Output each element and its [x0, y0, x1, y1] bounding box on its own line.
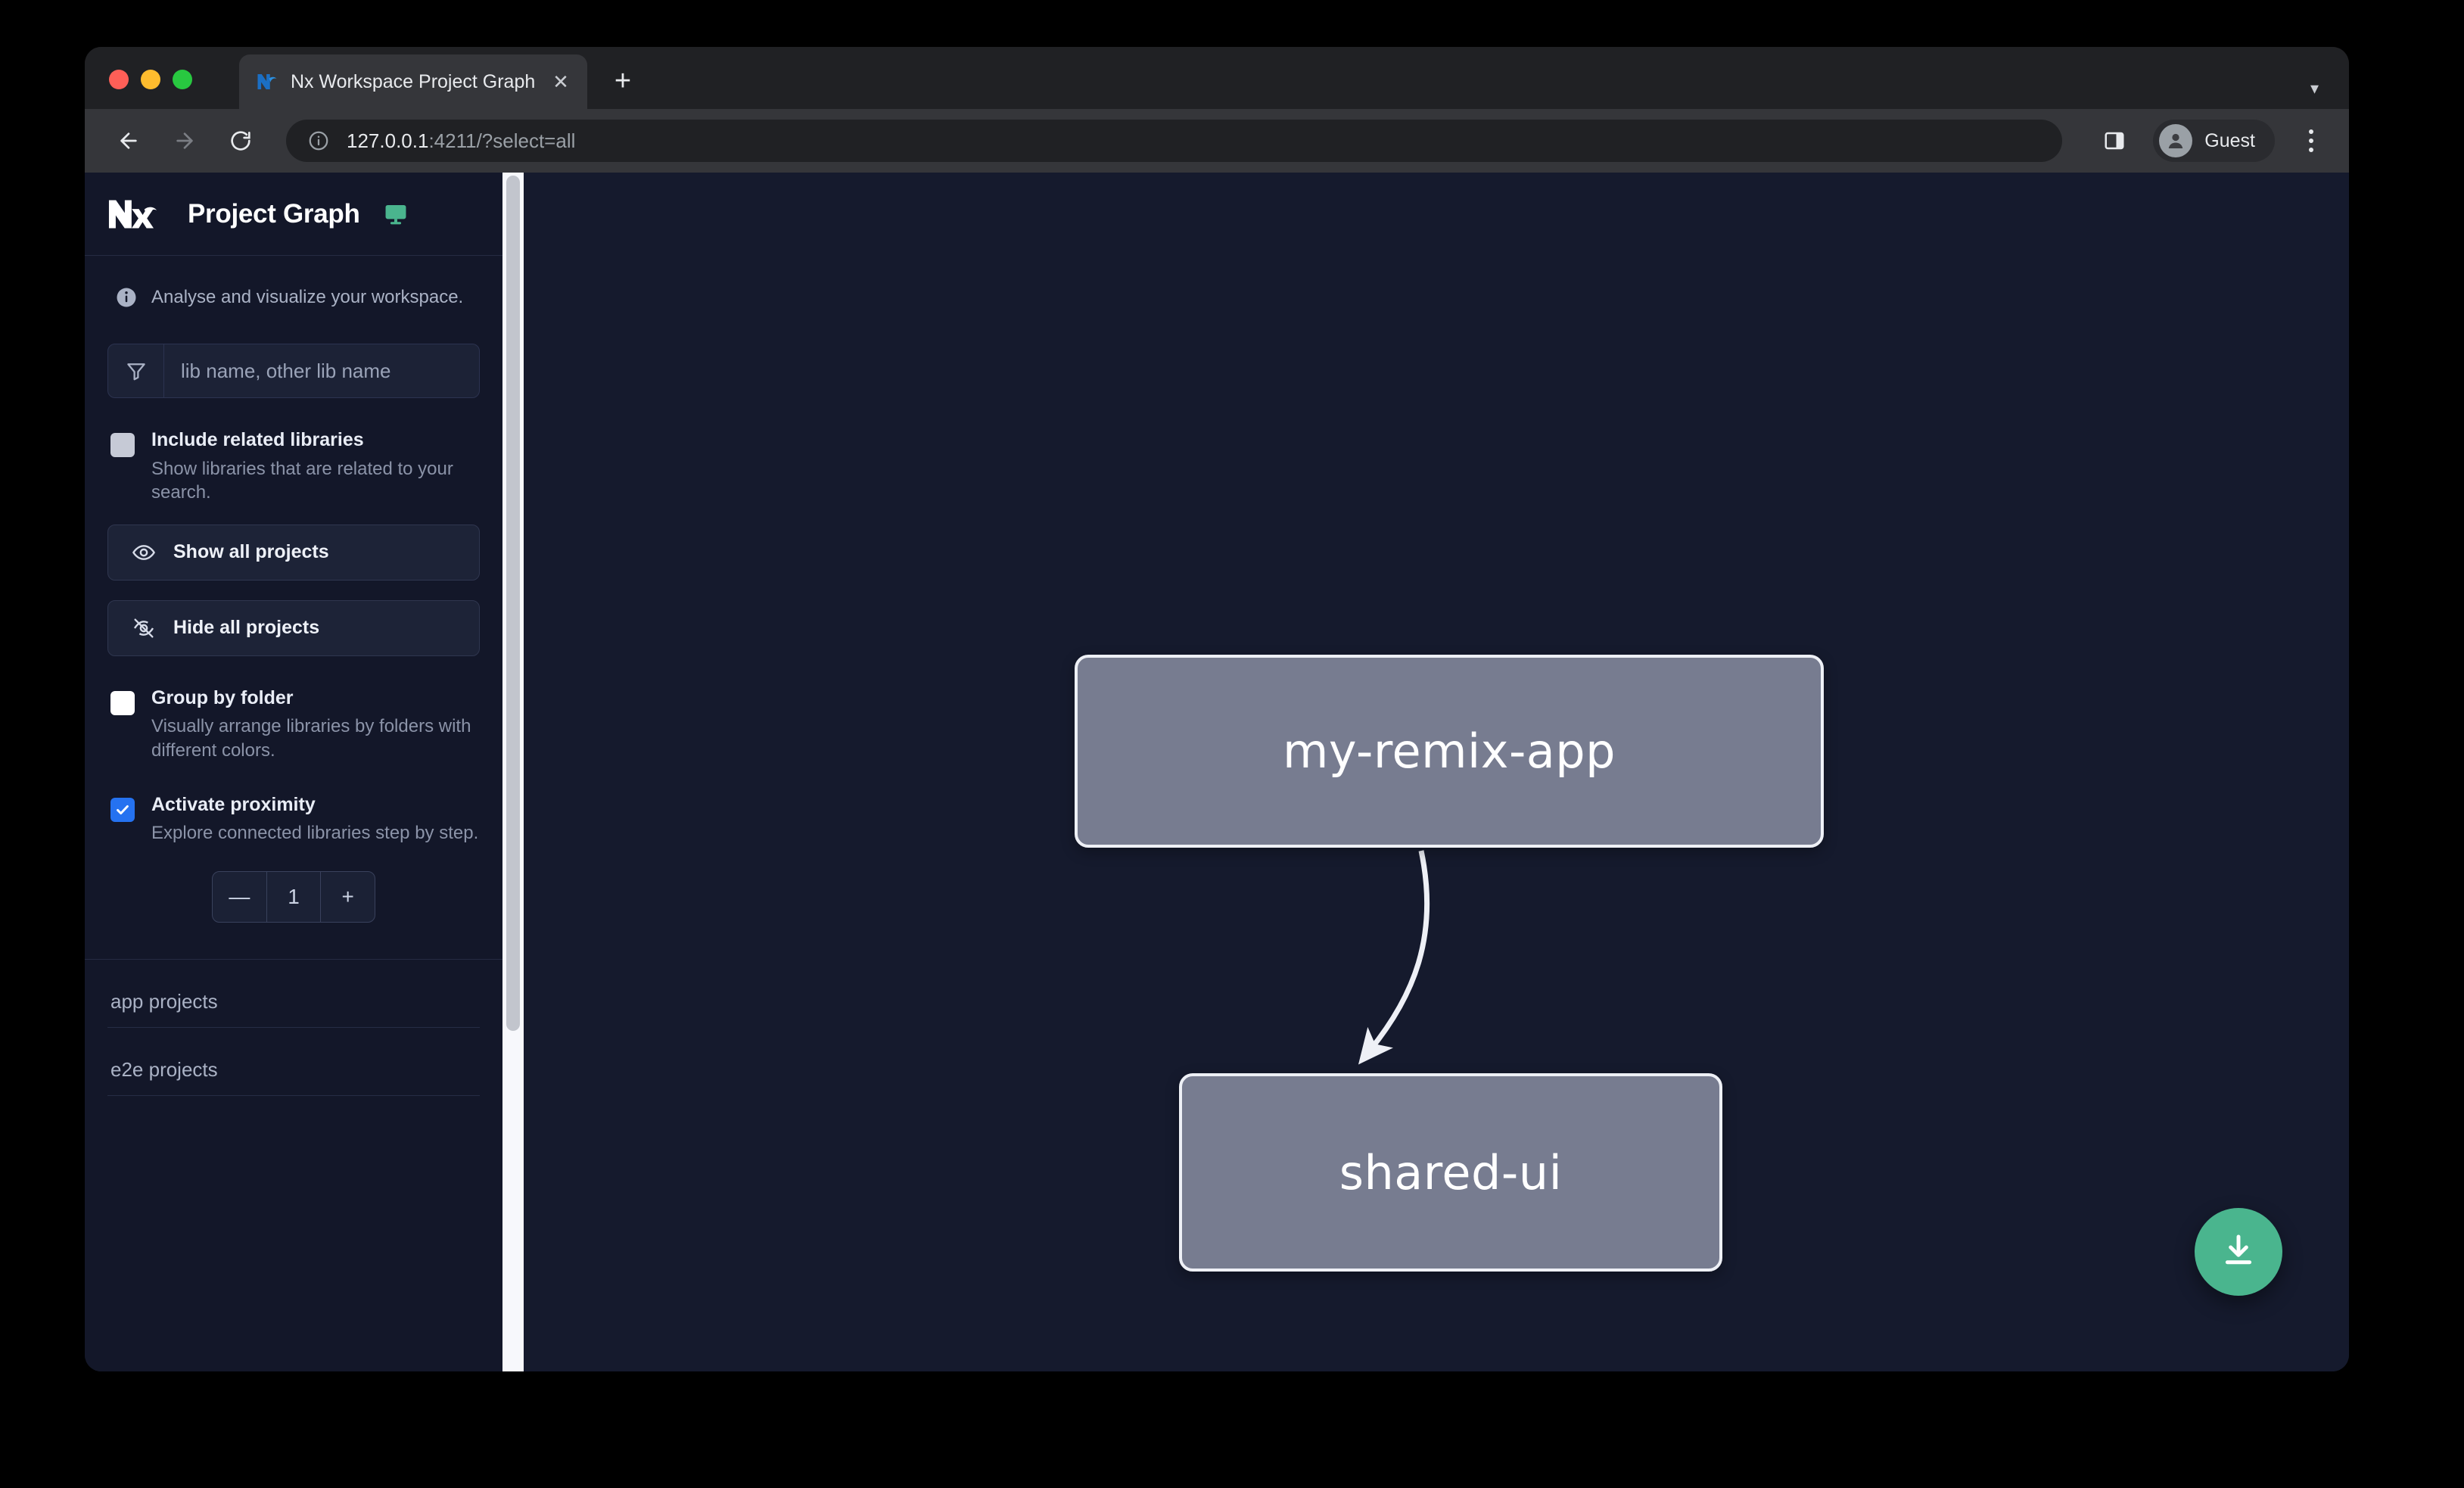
- checkbox-include-related-libraries[interactable]: [110, 433, 135, 457]
- sidebar-header: Project Graph: [85, 173, 502, 256]
- monitor-icon[interactable]: [383, 201, 409, 227]
- scrollbar-thumb[interactable]: [506, 176, 520, 1031]
- stepper-increment-button[interactable]: +: [320, 871, 375, 922]
- arrow-right-icon: [166, 123, 203, 159]
- option-label: Group by folder: [151, 686, 294, 708]
- tagline: Analyse and visualize your workspace.: [107, 256, 480, 309]
- profile-name: Guest: [2204, 129, 2255, 151]
- sidebar-body: Analyse and visualize your workspace. In…: [85, 256, 502, 1371]
- profile-chip[interactable]: Guest: [2153, 120, 2275, 162]
- hide-all-projects-button[interactable]: Hide all projects: [107, 599, 480, 656]
- option-label: Include related libraries: [151, 429, 364, 450]
- reload-icon[interactable]: [222, 123, 259, 159]
- window-traffic-lights: [109, 70, 192, 89]
- page-title: Project Graph: [188, 198, 360, 229]
- checkbox-group-by-folder[interactable]: [110, 690, 135, 715]
- filter-funnel-icon: [108, 344, 164, 397]
- option-label: Activate proximity: [151, 793, 316, 815]
- hide-all-projects-label: Hide all projects: [173, 617, 320, 639]
- browser-window: Nx Workspace Project Graph ✕ + ▾: [85, 47, 2349, 1371]
- option-include-related-libraries[interactable]: Include related libraries Show libraries…: [107, 429, 480, 505]
- info-icon: [115, 286, 138, 309]
- proximity-stepper[interactable]: — 1 +: [212, 870, 375, 923]
- project-graph-canvas[interactable]: my-remix-app shared-ui: [524, 173, 2349, 1371]
- close-icon[interactable]: ✕: [552, 70, 569, 93]
- page-viewport: Project Graph: [85, 173, 2349, 1371]
- new-tab-button[interactable]: +: [614, 65, 632, 97]
- chevron-down-icon[interactable]: ▾: [2310, 79, 2319, 98]
- nx-favicon-icon: [256, 70, 278, 93]
- page-scrollbar[interactable]: [502, 173, 524, 1371]
- checkbox-activate-proximity[interactable]: [110, 797, 135, 822]
- stepper-value: 1: [266, 871, 321, 922]
- option-description: Explore connected libraries step by step…: [151, 823, 479, 844]
- nx-logo-icon: [107, 196, 165, 232]
- arrow-left-icon[interactable]: [110, 123, 147, 159]
- show-all-projects-button[interactable]: Show all projects: [107, 524, 480, 581]
- graph-node-label: shared-ui: [1339, 1144, 1563, 1200]
- browser-toolbar: 127.0.0.1:4211/?select=all Guest: [85, 109, 2349, 173]
- download-graph-button[interactable]: [2195, 1208, 2282, 1296]
- window-close-button[interactable]: [109, 70, 129, 89]
- tab-title: Nx Workspace Project Graph: [291, 70, 536, 92]
- url-path: :4211/?select=all: [428, 129, 576, 152]
- tagline-text: Analyse and visualize your workspace.: [151, 287, 464, 307]
- eye-icon: [131, 540, 157, 565]
- option-activate-proximity[interactable]: Activate proximity Explore connected lib…: [107, 793, 480, 845]
- window-maximize-button[interactable]: [173, 70, 192, 89]
- group-header-app-projects[interactable]: app projects: [107, 960, 480, 1028]
- stepper-decrement-button[interactable]: —: [229, 884, 250, 908]
- info-circle-icon[interactable]: [306, 128, 331, 154]
- show-all-projects-label: Show all projects: [173, 541, 329, 563]
- option-description: Visually arrange libraries by folders wi…: [151, 716, 471, 761]
- graph-node-shared-ui[interactable]: shared-ui: [1179, 1073, 1722, 1272]
- user-avatar-icon: [2159, 124, 2193, 157]
- window-minimize-button[interactable]: [141, 70, 160, 89]
- option-group-by-folder[interactable]: Group by folder Visually arrange librari…: [107, 686, 480, 763]
- url-host: 127.0.0.1: [347, 129, 429, 152]
- sidebar: Project Graph: [85, 173, 502, 1371]
- browser-tab[interactable]: Nx Workspace Project Graph ✕: [239, 54, 587, 109]
- sidebar-divider: [85, 958, 502, 960]
- kebab-menu-icon[interactable]: [2294, 122, 2328, 160]
- side-panel-icon[interactable]: [2095, 122, 2133, 160]
- eye-slash-icon: [131, 615, 157, 641]
- option-description: Show libraries that are related to your …: [151, 458, 453, 503]
- group-header-e2e-projects[interactable]: e2e projects: [107, 1028, 480, 1096]
- graph-node-label: my-remix-app: [1282, 724, 1616, 779]
- filter-box[interactable]: [107, 344, 480, 398]
- download-icon: [2218, 1230, 2259, 1275]
- tab-strip: Nx Workspace Project Graph ✕ + ▾: [85, 47, 2349, 109]
- search-input[interactable]: [164, 344, 479, 397]
- graph-edge-my-remix-app-to-shared-ui: [1358, 850, 1430, 1065]
- graph-node-my-remix-app[interactable]: my-remix-app: [1075, 655, 1824, 848]
- address-bar[interactable]: 127.0.0.1:4211/?select=all: [286, 120, 2063, 162]
